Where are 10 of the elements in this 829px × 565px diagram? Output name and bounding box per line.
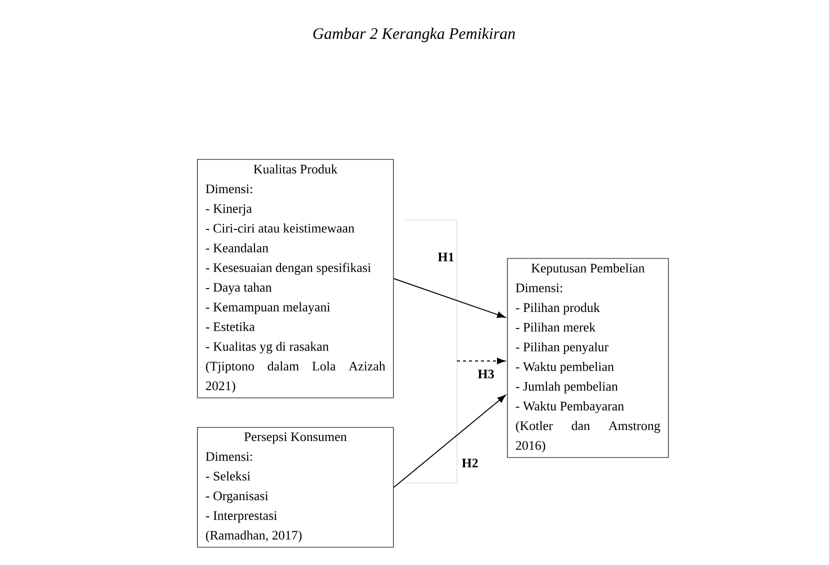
edge-label: H2 — [460, 458, 480, 468]
arrow — [393, 394, 506, 488]
arrow — [456, 358, 506, 364]
arrow — [393, 278, 506, 318]
edge-label: H3 — [476, 368, 496, 380]
variable-box: Kualitas Produk Dimensi: - Kinerja - Ciri-ciri atau keistimewaan - Keandalan - Kesesuaian dengan spesifikasi - Daya tahan - Kemampuan melayani - Estetika - Kualitas yg di rasakan (Tjiptono dalam Lola Azizah 2021) — [197, 159, 394, 398]
variable-box: Persepsi Konsumen Dimensi: - Seleksi - Organisasi - Interprestasi (Ramadhan, 2017) — [197, 427, 394, 548]
edge-label: H1 — [436, 252, 456, 262]
figure-title: Gambar 2 Kerangka Pemikiran — [313, 28, 515, 42]
variable-box: Keputusan Pembelian Dimensi: - Pilihan produk - Pilihan merek - Pilihan penyalur - Waktu pembelian - Jumlah pembelian - Waktu Pembayaran (Kotler dan Amstrong 2016) — [507, 258, 669, 458]
